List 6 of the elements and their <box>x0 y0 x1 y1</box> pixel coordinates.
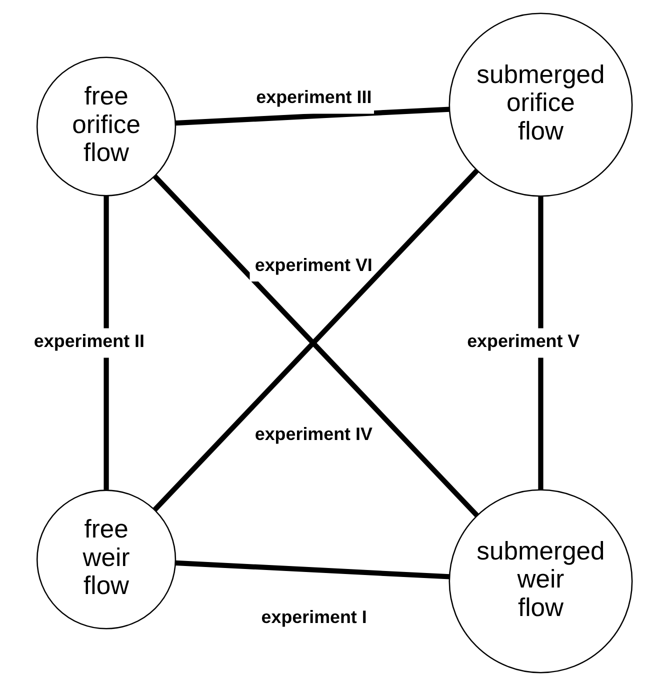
edge-label: experiment V <box>466 331 580 352</box>
edge-label: experiment VI <box>254 254 372 275</box>
edge-label: experiment II <box>33 331 144 352</box>
edge-label: experiment I <box>260 607 366 628</box>
edge-label: experiment IV <box>254 424 372 444</box>
edge-label: experiment III <box>256 87 372 108</box>
